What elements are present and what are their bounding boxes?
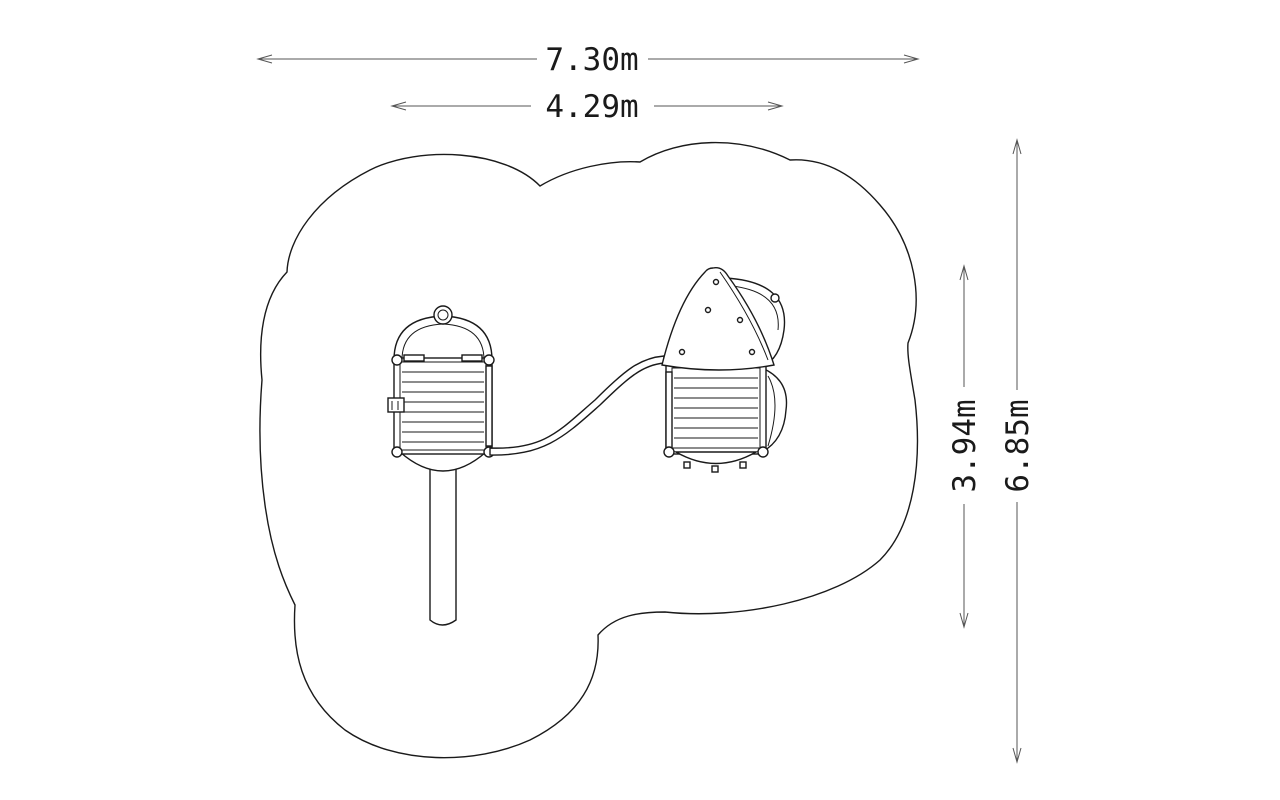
platform-planks xyxy=(674,377,758,439)
slide-entry xyxy=(398,451,488,472)
safety-zone-outline xyxy=(259,141,919,759)
pointed-roof xyxy=(661,266,775,371)
dimension-equipment-depth: 3.94m xyxy=(947,264,983,629)
dimension-total-width: 7.30m xyxy=(256,42,920,78)
post xyxy=(663,446,675,458)
dimension-total-depth: 6.85m xyxy=(1000,138,1036,764)
arch-knob xyxy=(433,305,453,325)
total-width-label: 7.30m xyxy=(545,42,638,78)
connecting-bar xyxy=(489,355,665,456)
post xyxy=(483,354,495,366)
dimension-equipment-width: 4.29m xyxy=(390,89,784,125)
total-depth-label: 6.85m xyxy=(1000,399,1036,492)
side-step xyxy=(387,397,405,413)
side-panel xyxy=(761,366,788,454)
equipment-width-label: 4.29m xyxy=(545,89,638,125)
equipment-depth-label: 3.94m xyxy=(947,399,983,492)
front-step xyxy=(673,451,759,465)
post xyxy=(757,446,769,458)
slide xyxy=(429,451,457,626)
left-tower xyxy=(387,305,495,626)
right-tower xyxy=(661,266,788,473)
post xyxy=(391,354,403,366)
platform-frame xyxy=(393,357,493,455)
platform-planks xyxy=(402,371,484,443)
post xyxy=(391,446,403,458)
